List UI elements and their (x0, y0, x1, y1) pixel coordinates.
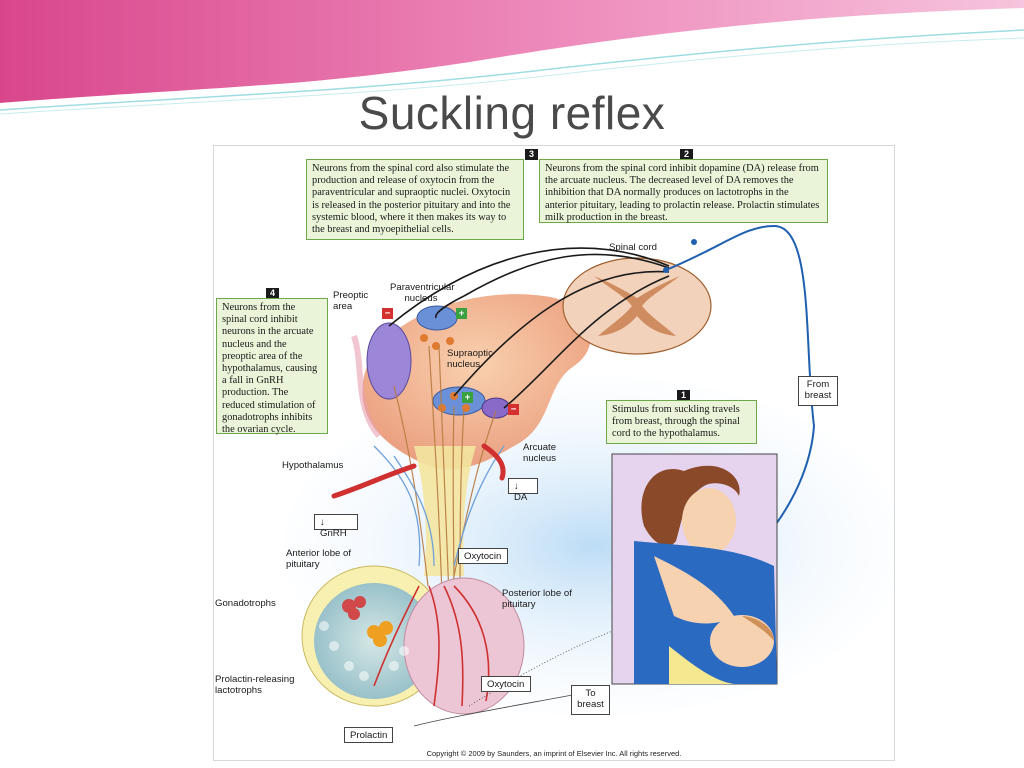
callout-number-1: 1 (677, 390, 690, 401)
box-oxytocin-posterior: Oxytocin (458, 548, 508, 564)
mother-chest (654, 556, 734, 624)
box-oxytocin-systemic: Oxytocin (481, 676, 531, 692)
infant-clothing (669, 646, 734, 684)
hypothalamus-region (362, 294, 591, 470)
header-banner (0, 0, 1024, 115)
stimulate-sign-paraventricular: + (456, 308, 467, 319)
callout-dopamine-inhibition: Neurons from the spinal cord inhibit dop… (539, 159, 828, 223)
box-decreased-gnrh: ↓ GnRH (314, 514, 358, 539)
label-gonadotrophs: Gonadotrophs (215, 598, 276, 609)
lactotroph-cells (367, 621, 393, 647)
inhibit-sign-arcuate: − (508, 404, 519, 415)
label-hypothalamus: Hypothalamus (282, 460, 344, 471)
preoptic-neurons (366, 322, 412, 400)
box-prolactin: Prolactin (344, 727, 393, 743)
callout-suckling-stimulus: Stimulus from suckling travels from brea… (606, 400, 757, 444)
mother-face (682, 488, 736, 554)
gonadotroph-cells (342, 596, 366, 620)
copyright-notice: Copyright © 2009 by Saunders, an imprint… (426, 749, 682, 758)
label-lactotrophs: Prolactin-releasing lactotrophs (215, 674, 295, 696)
mother-hair (641, 465, 740, 546)
infant-head (710, 615, 774, 667)
label-preoptic: Preoptic area (333, 290, 369, 312)
label-anterior-lobe: Anterior lobe of pituitary (286, 548, 352, 570)
inhibit-sign-preoptic: − (382, 308, 393, 319)
callout-number-3: 3 (525, 149, 538, 160)
diagram-artwork (284, 224, 894, 727)
arcuate-neurons (481, 397, 511, 419)
paraventricular-neurons (416, 305, 458, 331)
callout-number-4: 4 (266, 288, 279, 299)
label-arcuate: Arcuate nucleus (523, 442, 557, 464)
callout-gnrh-inhibition: Neurons from the spinal cord inhibit neu… (216, 298, 328, 435)
label-to-breast: To breast (571, 685, 610, 715)
label-from-breast: From breast (798, 376, 838, 406)
callout-oxytocin-release: Neurons from the spinal cord also stimul… (306, 159, 524, 240)
stimulate-sign-supraoptic: + (462, 392, 473, 403)
label-paraventricular: Paraventricular nucleus (390, 282, 455, 304)
spinal-neural-pathways (388, 247, 670, 409)
slide-title: Suckling reflex (358, 87, 666, 139)
label-spinal-cord: Spinal cord (609, 242, 657, 253)
label-posterior-lobe: Posterior lobe of pituitary (502, 588, 572, 610)
suckling-reflex-figure: 3 Neurons from the spinal cord also stim… (213, 145, 895, 761)
callout-number-2: 2 (680, 149, 693, 160)
label-supraoptic: Supraoptic nucleus (447, 348, 493, 370)
box-decreased-da: ↓ DA (508, 478, 538, 503)
